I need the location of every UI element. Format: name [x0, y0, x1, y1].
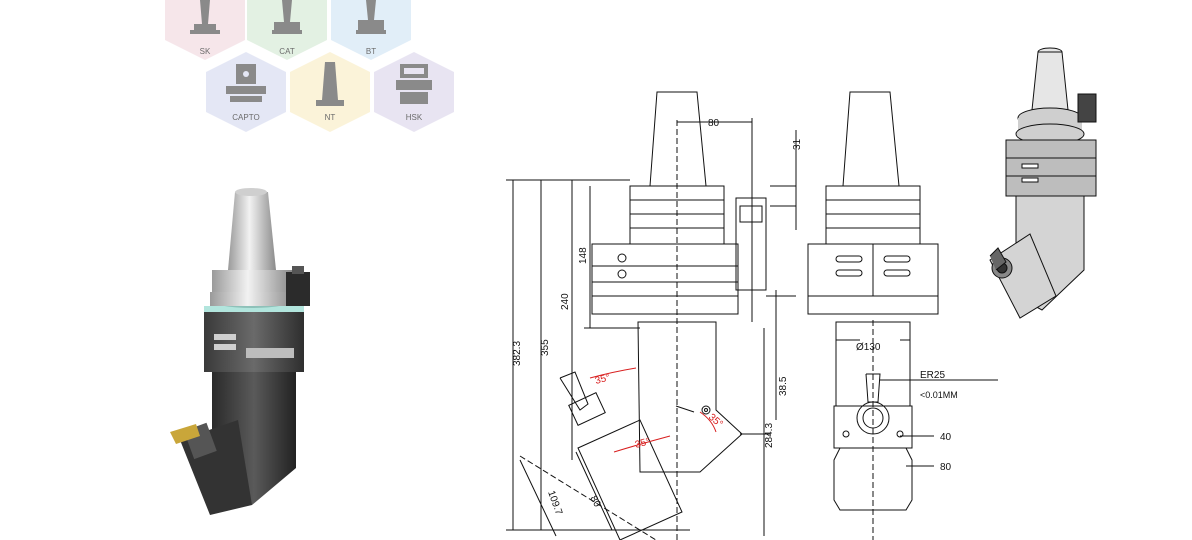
dim-40: 40 [940, 432, 952, 443]
render-arm [170, 372, 296, 515]
dim-head-width: 80 [587, 494, 602, 510]
dim-key-height: 31 [792, 138, 803, 150]
front-view [807, 91, 939, 540]
dim-overall: 382.3 [512, 341, 523, 366]
render-side-key [286, 266, 310, 306]
front-leaders [836, 339, 998, 467]
hex-sk: SK [165, 0, 245, 60]
hex-label-nt: NT [325, 113, 336, 122]
dim-gauge-to-head: 240 [560, 293, 571, 310]
hsk-holder-icon [396, 64, 432, 104]
hex-nt: NT [290, 52, 370, 132]
sk-holder-icon [190, 0, 220, 34]
angle-arcs [589, 367, 717, 453]
dim-angle-2: 35° [634, 436, 651, 451]
hex-label-hsk: HSK [406, 113, 423, 122]
label-collet: ER25 [920, 370, 945, 381]
dim-diameter: Ø130 [856, 342, 881, 353]
nt-holder-icon [316, 62, 344, 106]
side-view [519, 91, 767, 540]
side-cutter [559, 371, 589, 411]
iso-flange [1015, 107, 1085, 145]
hex-hsk: HSK [374, 52, 454, 132]
dim-flange-to-body: 148 [578, 247, 589, 264]
render-taper [228, 188, 276, 270]
iso-taper [1031, 47, 1069, 111]
hex-label-cat: CAT [279, 47, 295, 56]
dim-angle-1: 35° [594, 372, 611, 387]
bt-holder-icon [356, 0, 386, 34]
front-lower-block [833, 447, 913, 511]
hex-capto: CAPTO [206, 52, 286, 132]
front-cutter [865, 373, 881, 403]
dim-head-offset: 38.5 [778, 376, 789, 396]
side-key-block [735, 197, 767, 291]
dim-width-top: 80 [708, 118, 720, 129]
dim-80: 80 [940, 462, 952, 473]
hex-bt: BT [331, 0, 411, 60]
render-flange [210, 270, 294, 308]
dim-total-length: 355 [540, 339, 551, 356]
cat-holder-icon [272, 0, 302, 34]
label-runout: <0.01MM [920, 390, 958, 400]
iso-body [1005, 93, 1097, 197]
hex-label-sk: SK [200, 47, 211, 56]
capto-holder-icon [226, 64, 266, 102]
hex-cat: CAT [247, 0, 327, 60]
hex-label-capto: CAPTO [232, 113, 259, 122]
side-collet [568, 392, 606, 426]
dimension-texts: 80 31 148 240 355 382.3 38.5 284.3 80 10… [512, 118, 958, 517]
render-body [204, 306, 304, 372]
hex-label-bt: BT [366, 47, 376, 56]
iso-arm [989, 195, 1085, 319]
dim-spindle-length: 284.3 [764, 423, 775, 448]
dimension-lines [506, 118, 797, 537]
